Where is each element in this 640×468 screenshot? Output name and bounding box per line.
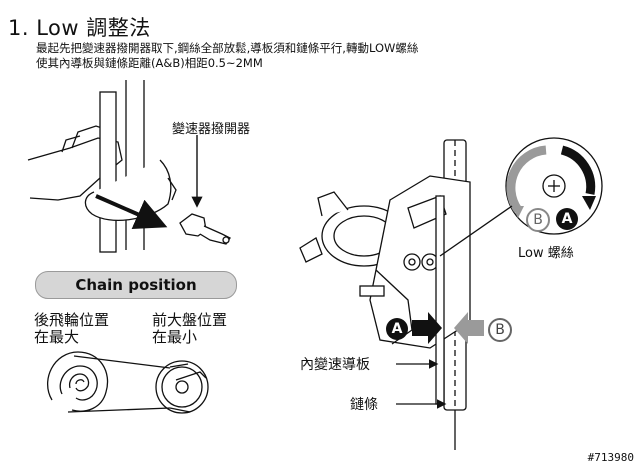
chain-position-diagram [47, 351, 209, 414]
page-title: 1. Low 調整法 [8, 16, 151, 40]
front-position-label: 前大盤位置 在最小 [152, 312, 227, 346]
badge-a-gap: A [386, 318, 408, 340]
low-screw-label: Low 螺絲 [518, 246, 574, 261]
rear-position-label: 後飛輪位置 在最大 [34, 312, 109, 346]
badge-b-gap: B [488, 318, 512, 342]
front-position-line-2: 在最小 [152, 328, 198, 346]
shifter-removal-illustration [27, 80, 177, 253]
detacher-part [179, 135, 231, 245]
instruction-line-2: 使其內導板與鏈條距離(A&B)相距0.5~2MM [36, 56, 263, 70]
badge-a-detail: A [556, 208, 578, 230]
chain-label: 鏈條 [350, 397, 378, 413]
rear-position-line-2: 在最大 [34, 328, 80, 346]
inner-guide-plate-label: 內變速導板 [300, 357, 370, 373]
leader-lines [396, 359, 447, 409]
chain-position-pill: Chain position [35, 271, 237, 299]
shifter-detacher-label: 變速器撥開器 [172, 122, 251, 137]
rear-position-line-1: 後飛輪位置 [34, 311, 110, 329]
badge-b-detail: B [526, 208, 550, 232]
chain-position-title: Chain position [75, 276, 197, 294]
front-position-line-1: 前大盤位置 [152, 311, 228, 329]
instruction-line-1: 最起先把變速器撥開器取下,鋼絲全部放鬆,導板須和鏈條平行,轉動LOW螺絲 [36, 41, 419, 55]
watermark: #713980 [587, 451, 634, 464]
gap-arrows [412, 312, 484, 344]
front-derailleur [299, 139, 471, 450]
